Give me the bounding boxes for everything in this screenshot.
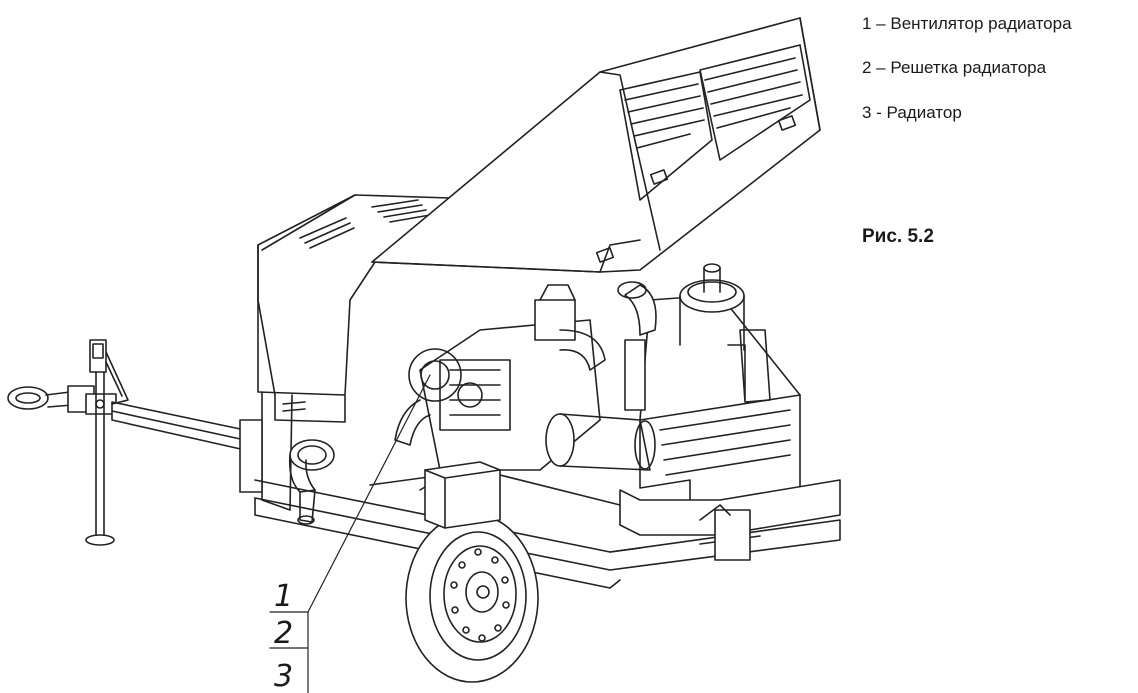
air-filter-tank [679, 263, 745, 351]
wheel [405, 513, 539, 683]
open-hood-lid [371, 17, 821, 273]
figure-caption: Рис. 5.2 [862, 226, 934, 247]
callout-number-2: 2 [274, 616, 293, 651]
engine-assembly [394, 281, 657, 471]
front-cover-panel [619, 294, 841, 561]
battery-box [424, 461, 501, 529]
legend-item-grille: 2 – Решетка радиатора [862, 58, 1047, 78]
legend-item-radiator: 3 - Радиатор [862, 102, 962, 122]
parts-legend: 1 – Вентилятор радиатора 2 – Решетка рад… [862, 14, 1072, 147]
rear-housing [239, 194, 451, 511]
callout-number-1: 1 [274, 579, 293, 614]
support-jack [85, 339, 129, 546]
callout-number-3: 3 [274, 659, 293, 693]
legend-item-fan: 1 – Вентилятор радиатора [862, 14, 1072, 33]
callout-leader [269, 374, 431, 693]
exhaust-muffler [288, 439, 335, 525]
